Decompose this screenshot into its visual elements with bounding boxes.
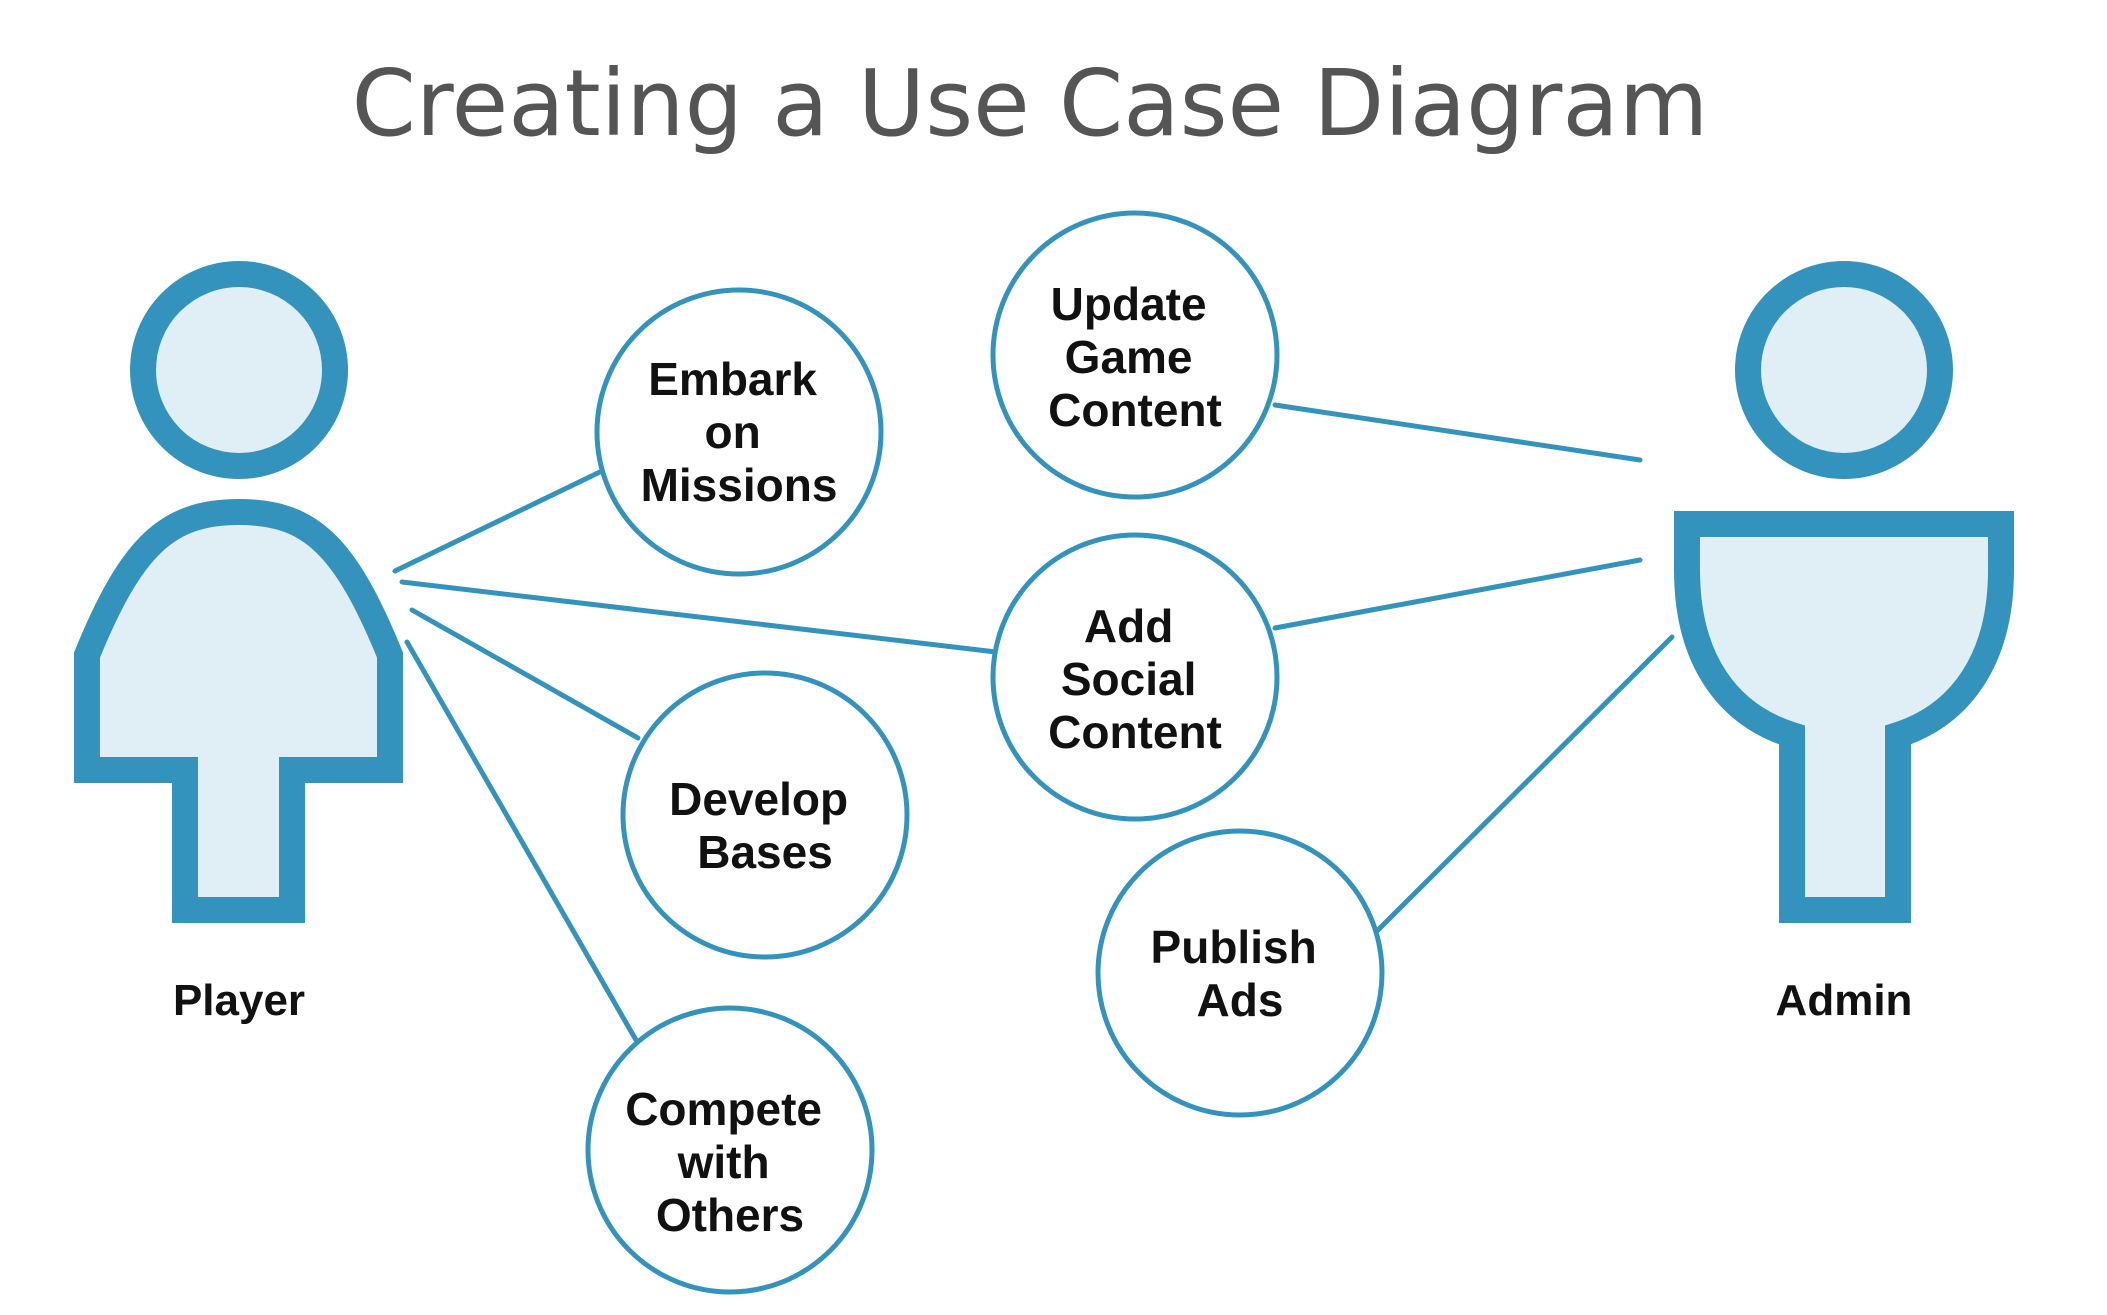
use-case-compete-label: Compete with Others (625, 1083, 835, 1241)
actor-player: Player (74, 261, 403, 1025)
use-case-compete: Compete with Others (585, 1005, 875, 1295)
association-lines (392, 402, 1675, 1043)
actor-label-admin: Admin (1776, 976, 1913, 1025)
use-case-update: Update Game Content (990, 210, 1280, 500)
player-body (74, 498, 403, 923)
actor-admin: Admin (1674, 261, 2014, 1025)
use-case-develop-ellipse (620, 670, 910, 960)
use-case-social-label: Add Social Content (1048, 600, 1222, 758)
use-case-embark-ellipse (594, 287, 884, 577)
use-case-embark-label: Embark on Missions (641, 353, 838, 511)
use-case-social: Add Social Content (990, 532, 1280, 822)
use-case-social-ellipse (990, 532, 1280, 822)
actor-label-player: Player (173, 976, 305, 1025)
admin-body (1674, 511, 2014, 923)
association-player-embark (392, 468, 605, 574)
association-admin-social (1272, 557, 1643, 631)
association-player-develop (409, 607, 641, 741)
use-case-update-label: Update Game Content (1048, 278, 1222, 436)
use-case-publish-ellipse (1095, 828, 1385, 1118)
diagram-title: Creating a Use Case Diagram (352, 50, 1709, 157)
use-case-publish: Publish Ads (1095, 828, 1385, 1118)
use-case-develop-label: Develop Bases (669, 773, 861, 878)
use-case-compete-ellipse (585, 1005, 875, 1295)
association-admin-publish (1373, 634, 1675, 935)
admin-head (1735, 261, 1953, 479)
use-case-develop: Develop Bases (620, 670, 910, 960)
use-case-publish-label: Publish Ads (1151, 921, 1330, 1026)
association-player-compete (404, 639, 639, 1043)
association-player-social (399, 579, 999, 655)
use-case-embark: Embark on Missions (594, 287, 884, 577)
association-admin-update (1272, 402, 1643, 463)
use-case-update-ellipse (990, 210, 1280, 500)
player-head (130, 261, 348, 479)
